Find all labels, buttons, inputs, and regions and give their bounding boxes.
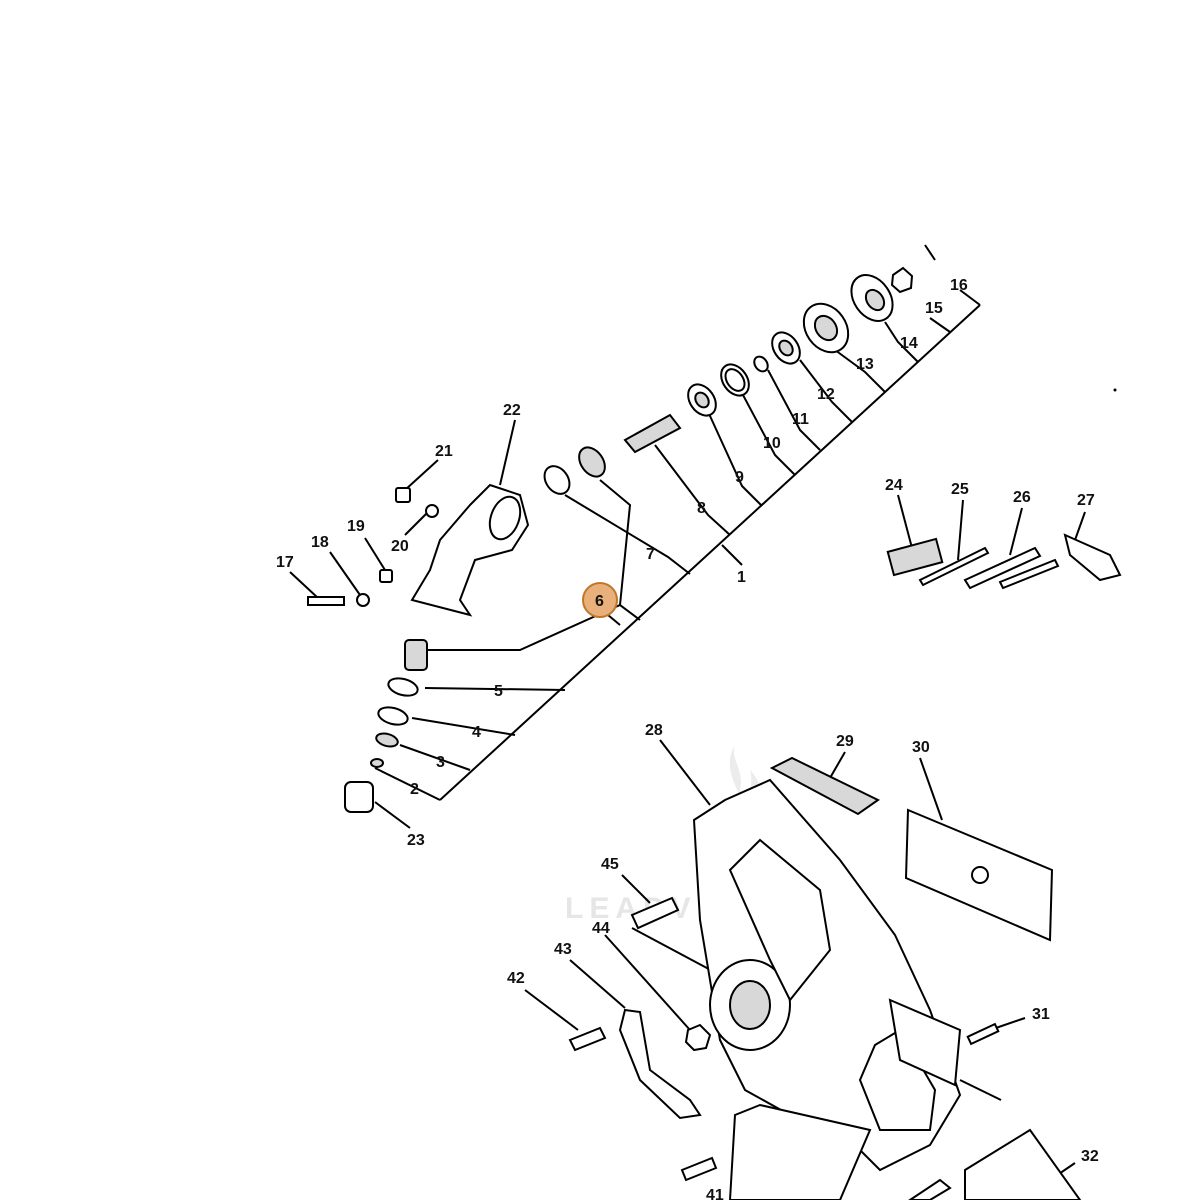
bearing-part [543, 465, 571, 495]
callout-20[interactable]: 20 [391, 538, 409, 555]
callout-19[interactable]: 19 [347, 518, 365, 535]
callout-3[interactable]: 3 [436, 754, 445, 771]
box-wrench-part [1063, 533, 1122, 582]
callout-9[interactable]: 9 [735, 469, 744, 486]
callout-5[interactable]: 5 [494, 683, 503, 700]
bushing-part [387, 677, 419, 697]
bolt-part [568, 1026, 607, 1052]
leader-lines [289, 289, 1086, 1181]
washer-part [356, 593, 370, 607]
callout-7[interactable]: 7 [646, 546, 655, 563]
pinion-part [404, 639, 428, 671]
plate-part [964, 1128, 1082, 1200]
callout-26[interactable]: 26 [1013, 489, 1031, 506]
callout-10[interactable]: 10 [763, 435, 781, 452]
callout-41[interactable]: 41 [706, 1187, 724, 1200]
callout-29[interactable]: 29 [836, 733, 854, 750]
ring-part [375, 732, 399, 748]
bolt-part [908, 1178, 952, 1200]
callout-12[interactable]: 12 [817, 386, 835, 403]
callout-32[interactable]: 32 [1081, 1148, 1099, 1165]
accessory-parts [886, 533, 1122, 590]
nut-part [890, 266, 914, 294]
callout-30[interactable]: 30 [912, 739, 930, 756]
cover-plate-part [728, 1103, 872, 1200]
cap-part [344, 781, 374, 813]
gear-part [578, 446, 606, 478]
callout-25[interactable]: 25 [951, 481, 969, 498]
strap-part [618, 1008, 702, 1120]
highlight-marker[interactable] [582, 582, 618, 618]
callout-44[interactable]: 44 [592, 920, 610, 937]
callout-17[interactable]: 17 [276, 554, 294, 571]
screw-part [379, 569, 393, 583]
callout-43[interactable]: 43 [554, 941, 572, 958]
callout-15[interactable]: 15 [925, 300, 943, 317]
bolt-part [680, 1156, 718, 1182]
stray-dot [1113, 388, 1117, 392]
gear-head-parts [307, 244, 936, 813]
callout-2[interactable]: 2 [410, 781, 419, 798]
spindle-part [623, 413, 682, 454]
callout-8[interactable]: 8 [697, 500, 706, 517]
washer-part [425, 504, 439, 518]
callout-21[interactable]: 21 [435, 443, 453, 460]
label-part [769, 756, 880, 816]
callout-27[interactable]: 27 [1077, 492, 1095, 509]
callout-14[interactable]: 14 [900, 335, 918, 352]
callout-4[interactable]: 4 [472, 724, 481, 741]
screwdriver-part [998, 558, 1060, 590]
callout-18[interactable]: 18 [311, 534, 329, 551]
cotter-pin-part [924, 244, 936, 261]
spacer-part [753, 355, 769, 373]
bolt-part [966, 1022, 1000, 1046]
seal-part [377, 706, 409, 726]
blade-guard-assembly [568, 756, 1082, 1200]
callout-labels: 1 2 3 4 5 6 7 8 9 10 11 12 13 14 15 16 1… [276, 277, 1099, 1200]
bolt-part [307, 596, 345, 606]
callout-31[interactable]: 31 [1032, 1006, 1050, 1023]
instruction-pack-part [886, 537, 944, 577]
callout-24[interactable]: 24 [885, 477, 903, 494]
callout-42[interactable]: 42 [507, 970, 525, 987]
wrench-part [963, 546, 1042, 590]
callout-11[interactable]: 11 [792, 411, 809, 428]
callout-1[interactable]: 1 [737, 569, 746, 586]
callout-23[interactable]: 23 [407, 832, 425, 849]
nut-part [684, 1023, 712, 1052]
callout-6[interactable]: 6 [595, 593, 604, 610]
callout-16[interactable]: 16 [950, 277, 968, 294]
callout-22[interactable]: 22 [503, 402, 521, 419]
clip-part [370, 758, 384, 768]
callout-28[interactable]: 28 [645, 722, 663, 739]
bolt-part [630, 896, 680, 930]
rod-part [918, 546, 990, 587]
screw-part [395, 487, 411, 503]
callout-45[interactable]: 45 [601, 856, 619, 873]
callout-13[interactable]: 13 [856, 356, 874, 373]
